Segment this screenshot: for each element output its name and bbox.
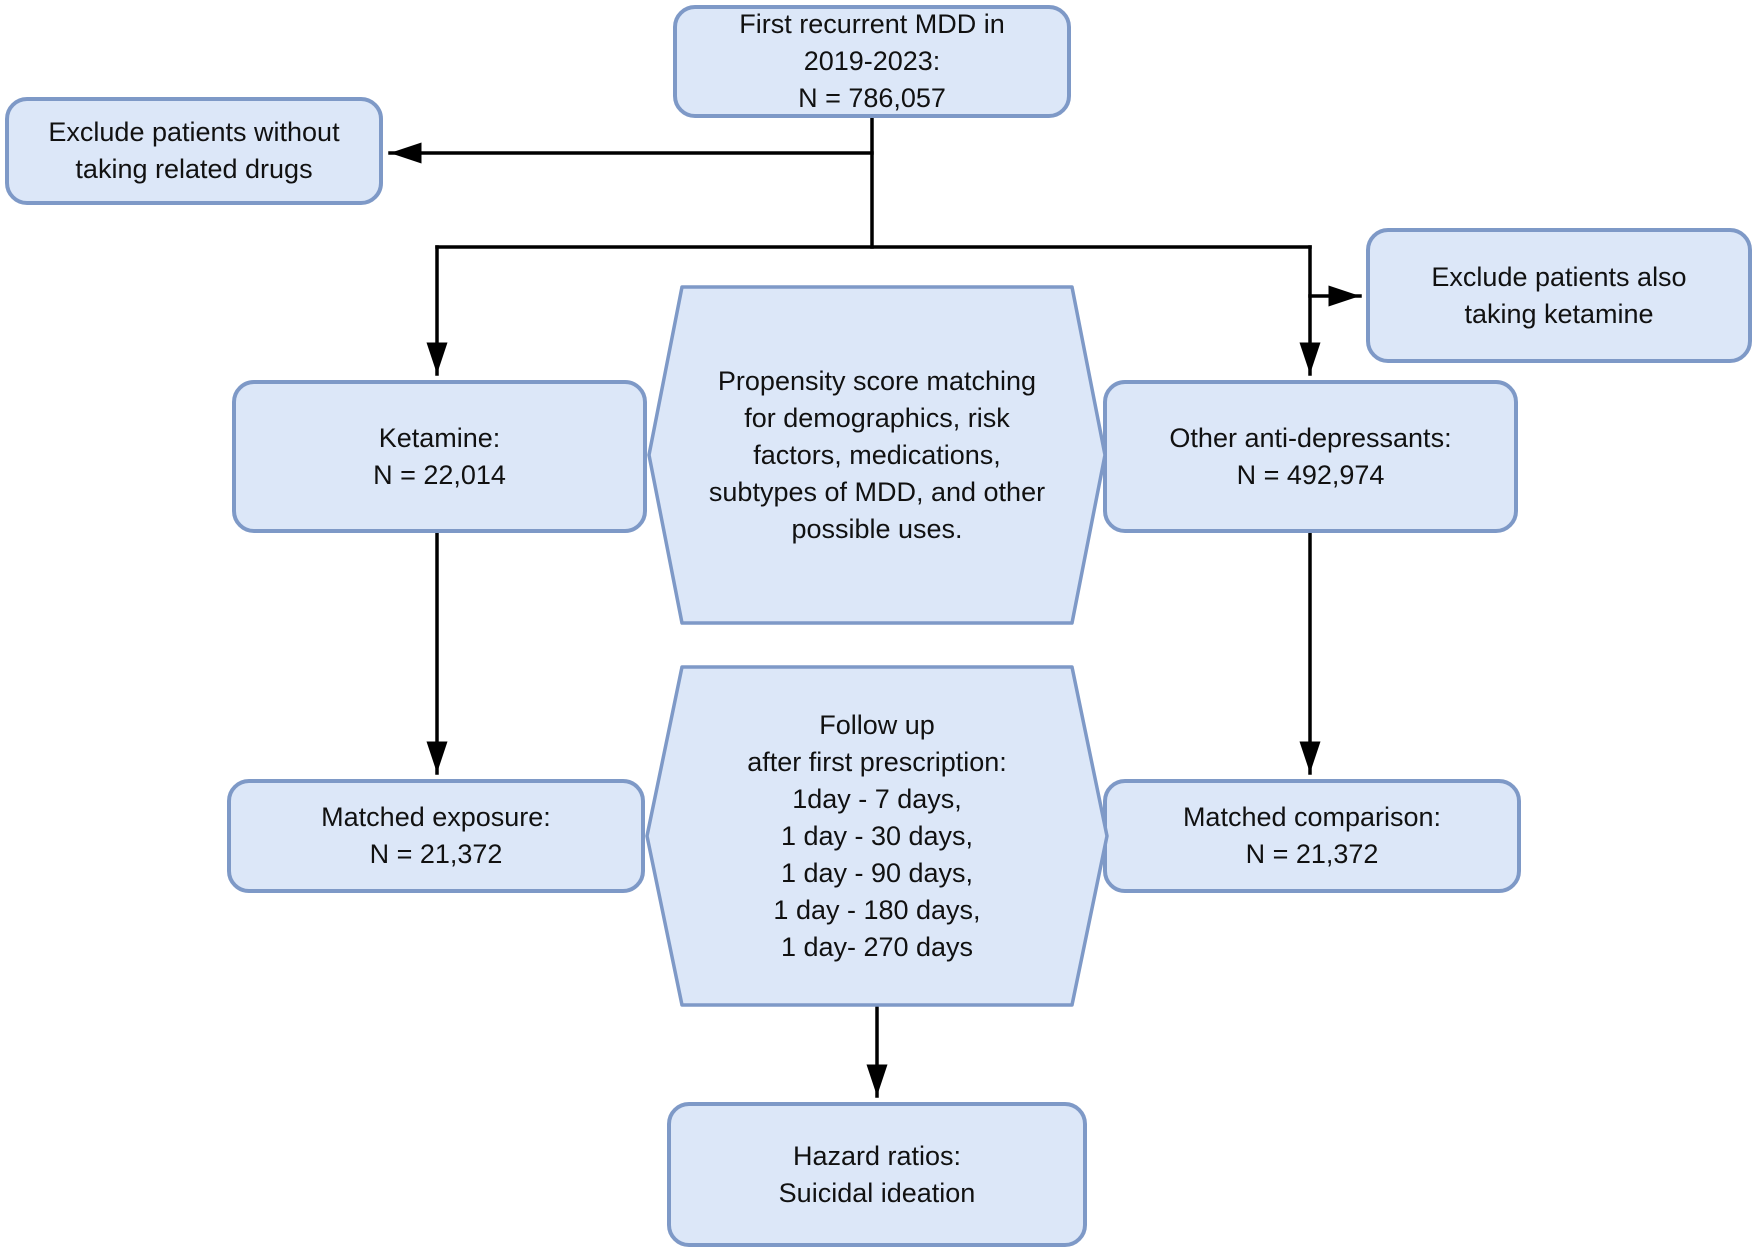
- hexagon-propensity-shape: [647, 285, 1107, 625]
- node-first-recurrent-mdd-text: First recurrent MDD in 2019-2023: N = 78…: [739, 9, 1005, 113]
- node-matched-exposure: Matched exposure: N = 21,372: [227, 779, 645, 893]
- hexagon-followup: Follow up after first prescription: 1day…: [645, 665, 1109, 1007]
- node-other-antidepressants: Other anti-depressants: N = 492,974: [1103, 380, 1518, 533]
- node-first-recurrent-mdd: First recurrent MDD in 2019-2023: N = 78…: [673, 5, 1071, 118]
- hexagon-propensity-text: Propensity score matching for demographi…: [708, 365, 1046, 544]
- node-matched-comparison-text: Matched comparison: N = 21,372: [1182, 802, 1442, 869]
- node-other-antidepressants-text: Other anti-depressants: N = 492,974: [1169, 422, 1452, 490]
- hexagon-propensity-matching: Propensity score matching for demographi…: [647, 285, 1107, 625]
- node-exclude-also-ketamine-text: Exclude patients also taking ketamine: [1431, 261, 1687, 329]
- node-matched-comparison: Matched comparison: N = 21,372: [1103, 779, 1521, 893]
- node-exclude-without-related-drugs: Exclude patients without taking related …: [5, 97, 383, 205]
- node-matched-exposure-text: Matched exposure: N = 21,372: [321, 802, 551, 869]
- hexagon-followup-shape: [645, 665, 1109, 1007]
- node-ketamine: Ketamine: N = 22,014: [232, 380, 647, 533]
- node-ketamine-text: Ketamine: N = 22,014: [373, 422, 506, 490]
- node-exclude-without-related-drugs-text: Exclude patients without taking related …: [48, 117, 340, 184]
- hexagon-followup-text: Follow up after first prescription: 1day…: [747, 709, 1007, 962]
- node-hazard-ratios: Hazard ratios: Suicidal ideation: [667, 1102, 1087, 1247]
- node-hazard-ratios-text: Hazard ratios: Suicidal ideation: [778, 1140, 976, 1208]
- node-exclude-also-ketamine: Exclude patients also taking ketamine: [1366, 228, 1752, 363]
